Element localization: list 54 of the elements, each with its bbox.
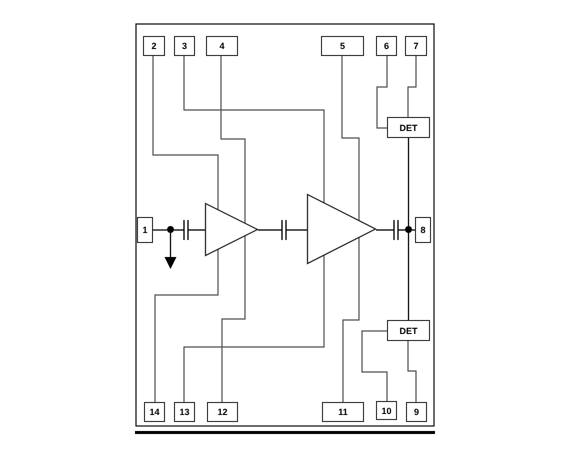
pin-label: 11 — [338, 407, 348, 417]
amplifier-triangle — [205, 203, 258, 256]
pin-box — [143, 36, 165, 56]
pin-box — [415, 217, 431, 243]
pin-label: DET — [400, 122, 418, 132]
pin-label: 1 — [142, 225, 148, 235]
wire — [376, 56, 388, 129]
pin-label: 3 — [182, 41, 187, 51]
pin-label: 4 — [219, 41, 224, 51]
pin-box — [376, 401, 397, 420]
pin-label: 6 — [384, 41, 389, 51]
pin-box — [322, 402, 364, 422]
junction-dot — [167, 226, 174, 233]
detector-box — [387, 117, 430, 138]
wire — [173, 229, 206, 231]
pin-label: 7 — [413, 41, 418, 51]
wire — [183, 255, 325, 402]
pin-box — [405, 36, 427, 56]
wire — [183, 56, 325, 203]
detector-box — [387, 320, 430, 341]
wire — [153, 229, 167, 231]
wire — [361, 330, 388, 401]
pin-label: 8 — [420, 225, 426, 235]
pin-box — [137, 217, 153, 243]
wire — [341, 56, 360, 220]
pin-box — [206, 36, 238, 56]
wire — [375, 229, 406, 231]
pin-box — [207, 402, 238, 422]
pin-label: 5 — [340, 41, 345, 51]
amplifier-triangle — [307, 194, 376, 264]
wire — [220, 56, 246, 223]
wire — [152, 56, 219, 210]
wire — [342, 238, 360, 402]
pin-label: 2 — [151, 41, 156, 51]
pin-box — [406, 402, 427, 422]
wire — [407, 56, 417, 117]
pin-box — [144, 402, 165, 422]
pin-label: 14 — [149, 407, 160, 417]
wire — [221, 236, 246, 402]
wire — [408, 138, 410, 226]
pin-box — [321, 36, 364, 56]
pin-label: 12 — [217, 407, 228, 417]
pin-box — [174, 402, 195, 422]
pin-label: 10 — [381, 406, 392, 416]
wire — [257, 229, 308, 231]
wire — [407, 341, 417, 402]
wire — [154, 250, 219, 402]
pin-label: DET — [400, 326, 418, 336]
pin-label: 13 — [179, 407, 190, 417]
pin-label: 9 — [414, 407, 419, 417]
pin-box — [174, 36, 195, 56]
pin-box — [376, 36, 397, 56]
junction-dot — [405, 226, 412, 233]
wire — [408, 233, 410, 320]
